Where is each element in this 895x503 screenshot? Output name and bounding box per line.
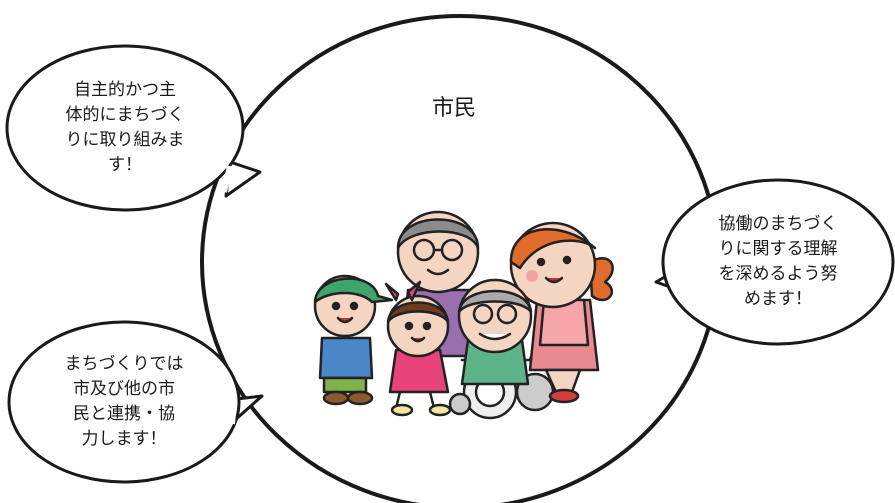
bubble-line: 力します！	[81, 429, 167, 449]
bubble-line: す！	[108, 155, 142, 175]
speech-bubble-right	[654, 178, 895, 346]
grandfather-figure	[457, 278, 533, 386]
bubble-text-top-left: 自主的かつ主 体的にまちづく りに取り組みま す！	[50, 78, 200, 178]
speech-bubble-bottom-left	[7, 320, 264, 484]
bubble-line: まちづくりでは	[64, 354, 184, 374]
mother-figure	[509, 221, 614, 404]
bubble-line: を深めるよう努	[718, 264, 838, 284]
bubble-text-bottom-left: まちづくりでは 市及び他の市 民と連携・協 力します！	[49, 352, 199, 452]
bubble-line: めます！	[744, 289, 812, 309]
bubble-line: りに取り組みま	[65, 130, 185, 150]
bubble-line: りに関する理解	[718, 239, 838, 259]
bubble-line: 協働のまちづく	[718, 214, 838, 234]
girl-figure	[384, 280, 452, 417]
family-group-illustration	[313, 210, 614, 420]
bubble-line: 体的にまちづく	[65, 105, 185, 125]
speech-bubble-top-left	[5, 44, 262, 212]
boy-figure	[313, 274, 394, 406]
bubble-line: 民と連携・協	[73, 404, 175, 424]
citizens-label: 市民	[432, 96, 477, 121]
bubble-text-right: 協働のまちづく りに関する理解 を深めるよう努 めます！	[703, 212, 853, 312]
bubble-line: 市及び他の市	[73, 379, 175, 399]
bubble-line: 自主的かつ主	[74, 80, 176, 100]
